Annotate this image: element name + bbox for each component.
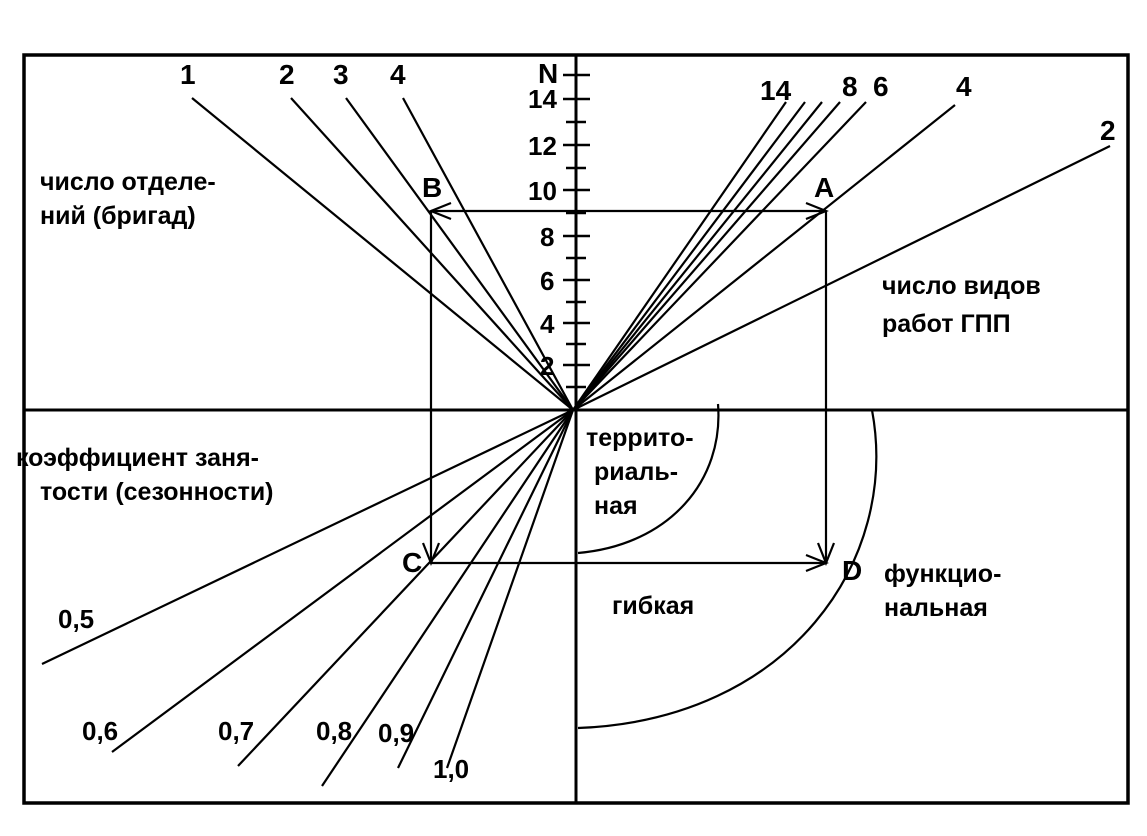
- axis-tick-label-14: 14: [528, 84, 557, 114]
- coef-line-label-1-0: 1,0: [433, 754, 469, 784]
- quadrant-title-work-types-line2: работ ГПП: [882, 310, 1011, 338]
- quadrant-title-employment-line1: коэффициент заня-: [16, 444, 259, 472]
- axis-tick-label-12: 12: [528, 131, 557, 161]
- point-d-label: D: [842, 555, 862, 586]
- coef-line-0-6: [111, 409, 574, 753]
- coef-line-label-0-7: 0,7: [218, 716, 254, 746]
- vertical-axis-ticks: [563, 73, 590, 389]
- arrowhead-c: [421, 542, 441, 566]
- axis-tick-label-4: 4: [540, 309, 555, 339]
- axis-tick-label-10: 10: [528, 176, 557, 206]
- work-line-label-14: 14: [760, 75, 792, 106]
- quadrant-title-departments-line1: число отделе-: [40, 168, 216, 196]
- point-a-label: A: [814, 172, 834, 203]
- arrowhead-b: [428, 201, 452, 221]
- structure-territorial-line1: террито-: [586, 424, 694, 452]
- territorial-arc: [577, 403, 720, 555]
- dept-line-1: [191, 97, 574, 411]
- quadrant-title-departments-line2: ний (бригад): [40, 202, 196, 230]
- dept-line-4: [402, 97, 574, 411]
- point-c-label: C: [402, 547, 422, 578]
- work-line-4: [572, 104, 956, 411]
- structure-territorial-line3: ная: [594, 492, 638, 520]
- coef-line-0-5: [41, 409, 574, 665]
- structure-territorial-line2: риаль-: [594, 458, 678, 486]
- coef-line-label-0-9: 0,9: [378, 718, 414, 748]
- coef-line-0-8: [321, 409, 574, 787]
- dept-line-label-1: 1: [180, 59, 196, 90]
- work-line-label-2: 2: [1100, 115, 1116, 146]
- coef-line-label-0-5: 0,5: [58, 604, 94, 634]
- work-line-label-4: 4: [956, 71, 972, 102]
- coef-line-1-0: [445, 409, 575, 769]
- work-line-2: [572, 145, 1111, 411]
- dept-line-label-3: 3: [333, 59, 349, 90]
- axis-tick-label-8: 8: [540, 222, 554, 252]
- dept-line-label-2: 2: [279, 59, 295, 90]
- arrowhead-d-right: [805, 553, 829, 573]
- axis-tick-label-6: 6: [540, 266, 554, 296]
- quadrant-title-work-types-line1: число видов: [882, 272, 1041, 300]
- work-line-10: [572, 101, 823, 411]
- axis-tick-label-2: 2: [540, 351, 554, 381]
- work-line-label-6: 6: [873, 71, 889, 102]
- work-line-6: [572, 101, 867, 411]
- work-line-14: [572, 101, 787, 411]
- structure-functional-line2: нальная: [884, 594, 988, 622]
- dept-line-label-4: 4: [390, 59, 406, 90]
- functional-arc: [577, 409, 878, 730]
- coef-line-label-0-6: 0,6: [82, 716, 118, 746]
- bottom-left-lines: [41, 409, 575, 787]
- coef-line-label-0-8: 0,8: [316, 716, 352, 746]
- work-line-12: [572, 101, 806, 411]
- structure-functional-line1: функцио-: [884, 560, 1001, 588]
- work-line-label-8: 8: [842, 71, 858, 102]
- coef-line-0-9: [397, 409, 574, 769]
- coef-line-0-7: [237, 409, 574, 767]
- axis-n-label: N: [538, 58, 558, 89]
- abcd-path: [421, 201, 836, 573]
- quadrant-title-employment-line2: тости (сезонности): [40, 478, 274, 506]
- work-line-8: [572, 101, 841, 411]
- point-b-label: B: [422, 172, 442, 203]
- arrowhead-a: [805, 201, 829, 221]
- structure-flexible: гибкая: [612, 592, 694, 620]
- top-right-lines: [572, 101, 1111, 411]
- top-left-lines: [191, 97, 574, 411]
- dept-line-3: [345, 97, 574, 411]
